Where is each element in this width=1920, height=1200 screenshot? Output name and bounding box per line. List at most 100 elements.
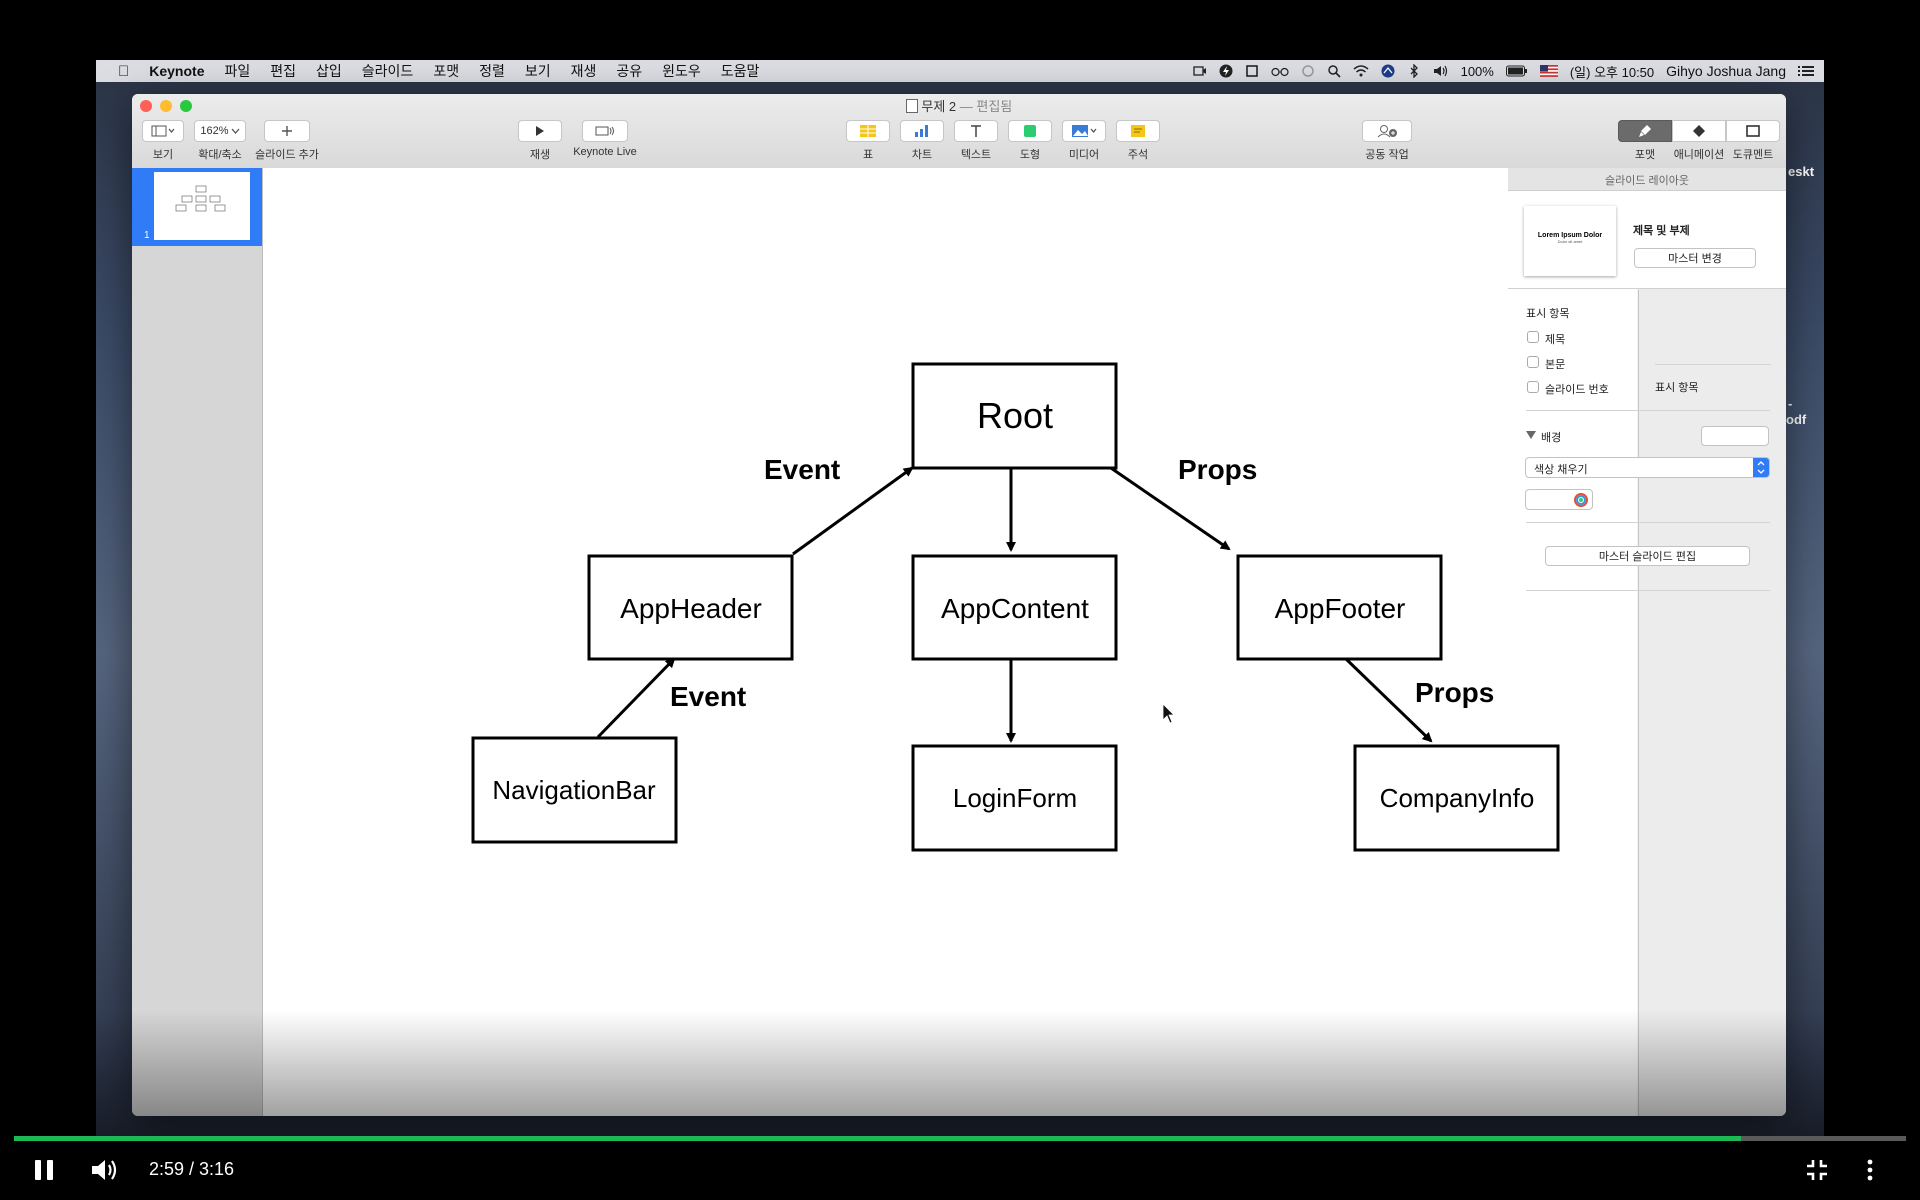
bluetooth-icon[interactable]: [1407, 64, 1421, 78]
more-options-icon[interactable]: [1864, 1159, 1876, 1181]
text-button[interactable]: [954, 120, 998, 142]
menu-username[interactable]: Gihyo Joshua Jang: [1666, 63, 1786, 79]
view-button[interactable]: [142, 120, 184, 142]
node-appheader-label: AppHeader: [620, 593, 762, 624]
fill-type-select[interactable]: 색상 채우기: [1525, 457, 1770, 478]
slide-layout-tab[interactable]: 슬라이드 레이아웃: [1604, 175, 1689, 187]
node-appheader-box[interactable]: [587, 554, 794, 661]
wifi-icon[interactable]: [1353, 64, 1369, 78]
slide-thumbnail[interactable]: [154, 172, 250, 240]
menu-slide[interactable]: 슬라이드: [350, 63, 414, 79]
screen-record-icon[interactable]: [1192, 64, 1207, 78]
us-flag-icon[interactable]: [1539, 64, 1558, 78]
node-loginform-label: LoginForm: [953, 783, 1077, 813]
document-title[interactable]: 무제 2: [921, 99, 957, 114]
body-checkbox[interactable]: [1527, 356, 1539, 368]
slide-navigator: [132, 168, 263, 1116]
menu-arrange[interactable]: 정렬: [467, 63, 505, 79]
menu-help[interactable]: 도움말: [709, 63, 760, 79]
edge-label-event-top: Event: [764, 454, 840, 485]
format-button[interactable]: [1618, 120, 1672, 142]
apple-menu-icon[interactable]: : [96, 63, 139, 80]
color-fill-well[interactable]: [1525, 489, 1593, 510]
view-icon: [151, 125, 175, 137]
desktop-item-label[interactable]: eskt: [1788, 164, 1815, 179]
keynote-window: 무제 2 — 편집됨 보기 162% 확대/축소 슬라이드 추가 재생 Keyn…: [132, 94, 1786, 1116]
edge-label-event-bottom: Event: [670, 681, 746, 712]
window-icon[interactable]: [1245, 64, 1259, 78]
menu-datetime[interactable]: (일) 오후 10:50: [1569, 64, 1655, 80]
animate-icon: [1693, 125, 1705, 137]
node-navigationbar-box[interactable]: [471, 736, 678, 844]
master-thumbnail[interactable]: Lorem Ipsum Dolor Dolor sit amet: [1524, 206, 1616, 276]
menu-share[interactable]: 공유: [605, 63, 642, 79]
zoom-window-button[interactable]: [180, 100, 192, 112]
menu-format[interactable]: 포맷: [422, 63, 459, 79]
color-wheel-icon[interactable]: [1574, 493, 1588, 507]
edit-master-slide-button[interactable]: 마스터 슬라이드 편집: [1545, 546, 1750, 566]
volume-icon[interactable]: [90, 1157, 120, 1183]
chart-button[interactable]: [900, 120, 944, 142]
zoom-select[interactable]: 162%: [194, 120, 246, 142]
menu-view[interactable]: 보기: [513, 63, 551, 79]
slide-canvas[interactable]: Root AppHeader AppContent AppFooter Navi…: [263, 168, 1637, 1116]
fill-type-value: 색상 채우기: [1534, 464, 1588, 476]
media-button[interactable]: [1062, 120, 1106, 142]
chart-label: 차트: [911, 149, 933, 161]
background-color-well[interactable]: [1701, 426, 1769, 446]
node-loginform-box[interactable]: [911, 744, 1118, 852]
media-label: 미디어: [1068, 149, 1100, 161]
vpn-icon[interactable]: [1381, 64, 1395, 78]
menu-app-name[interactable]: Keynote: [138, 63, 204, 79]
play-button[interactable]: [518, 120, 562, 142]
edge-appheader-root[interactable]: [792, 466, 914, 556]
add-slide-button[interactable]: [264, 120, 310, 142]
menu-insert[interactable]: 삽입: [304, 63, 342, 79]
comment-button[interactable]: [1116, 120, 1160, 142]
slide-number-checkbox[interactable]: [1527, 381, 1539, 393]
disclosure-triangle-icon[interactable]: [1526, 431, 1536, 439]
comment-label: 주석: [1127, 149, 1149, 161]
exit-fullscreen-icon[interactable]: [1806, 1159, 1828, 1181]
video-progress-fill: [14, 1136, 1741, 1141]
slide-number-checkbox-label: 슬라이드 번호: [1545, 384, 1609, 396]
volume-icon[interactable]: [1433, 64, 1449, 78]
pause-icon[interactable]: [33, 1158, 55, 1182]
bolt-icon[interactable]: [1219, 64, 1233, 78]
node-appfooter-box[interactable]: [1236, 554, 1443, 661]
text-label: 텍스트: [960, 149, 992, 161]
animate-button[interactable]: [1672, 120, 1726, 142]
node-appfooter-label: AppFooter: [1275, 593, 1406, 624]
edge-navbar-appheader[interactable]: [596, 657, 676, 739]
desktop-item-label[interactable]: -: [1788, 396, 1793, 411]
title-checkbox[interactable]: [1527, 331, 1539, 343]
edge-root-appfooter[interactable]: [1107, 464, 1231, 551]
collaborate-button[interactable]: [1362, 120, 1412, 142]
node-appcontent-box[interactable]: [911, 554, 1118, 661]
change-master-btn[interactable]: 마스터 변경: [1634, 248, 1756, 268]
menu-window[interactable]: 윈도우: [650, 63, 701, 79]
edge-label-props-top: Props: [1178, 454, 1257, 485]
node-root-box[interactable]: [911, 362, 1118, 470]
list-icon[interactable]: [1798, 64, 1814, 78]
document-button[interactable]: [1726, 120, 1780, 142]
title-checkbox-label: 제목: [1545, 334, 1566, 346]
glasses-icon[interactable]: [1270, 64, 1289, 78]
minimize-window-button[interactable]: [160, 100, 172, 112]
paintbrush-icon: [1639, 125, 1651, 137]
battery-icon[interactable]: [1505, 64, 1528, 78]
menu-play[interactable]: 재생: [559, 63, 597, 79]
shape-button[interactable]: [1008, 120, 1052, 142]
desktop-item-label[interactable]: odf: [1786, 412, 1807, 427]
menu-edit[interactable]: 편집: [259, 63, 296, 79]
menu-file[interactable]: 파일: [213, 63, 250, 79]
edge-appfooter-companyinfo[interactable]: [1343, 656, 1433, 743]
close-window-button[interactable]: [140, 100, 152, 112]
table-button[interactable]: [846, 120, 890, 142]
keynote-live-button[interactable]: [582, 120, 628, 142]
background-heading: 배경: [1541, 432, 1562, 444]
sync-icon[interactable]: [1301, 64, 1315, 78]
node-companyinfo-box[interactable]: [1353, 744, 1560, 852]
search-icon[interactable]: [1327, 64, 1341, 78]
battery-percent[interactable]: 100%: [1460, 63, 1494, 79]
